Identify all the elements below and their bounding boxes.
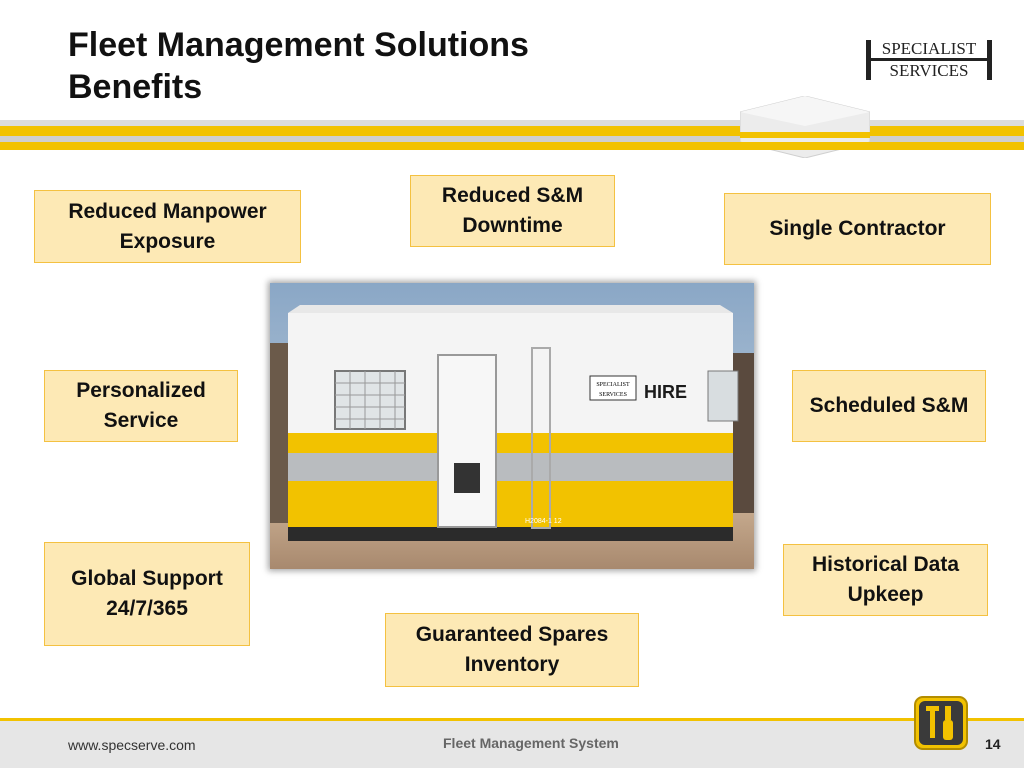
title-line-1: Fleet Management Solutions — [68, 26, 529, 64]
cabin-hire-sign: HIRE — [644, 382, 687, 402]
slide-title: Fleet Management Solutions Benefits — [68, 24, 529, 108]
cabin-logo-line-2: SERVICES — [599, 392, 627, 398]
logo-line-2: SERVICES — [889, 61, 969, 80]
benefit-single-contractor: Single Contractor — [724, 193, 991, 265]
logo-line-1: SPECIALIST — [881, 39, 977, 58]
cube-ornament — [740, 96, 870, 158]
benefit-scheduled-sm: Scheduled S&M — [792, 370, 986, 442]
header-band — [0, 120, 1024, 126]
footer-bar — [0, 721, 1024, 768]
benefit-historical-data: Historical Data Upkeep — [783, 544, 988, 616]
benefit-reduced-manpower: Reduced Manpower Exposure — [34, 190, 301, 263]
benefit-spares-inventory: Guaranteed Spares Inventory — [385, 613, 639, 687]
page-number: 14 — [985, 736, 1001, 752]
benefit-reduced-downtime: Reduced S&M Downtime — [410, 175, 615, 247]
cabin-logo-line-1: SPECIALIST — [596, 382, 630, 388]
specialist-services-logo: SPECIALIST SERVICES — [866, 40, 992, 80]
tools-icon — [914, 696, 968, 750]
cabin-plate: H2084-1 12 — [525, 518, 562, 525]
footer-rule — [0, 718, 1024, 721]
title-line-2: Benefits — [68, 68, 203, 106]
footer-url: www.specserve.com — [68, 737, 196, 753]
footer-title: Fleet Management System — [443, 735, 619, 751]
benefit-personalized-service: Personalized Service — [44, 370, 238, 442]
portable-cabin-photo: SPECIALIST SERVICES HIRE H2084-1 12 — [270, 283, 754, 569]
benefit-global-support: Global Support 24/7/365 — [44, 542, 250, 646]
